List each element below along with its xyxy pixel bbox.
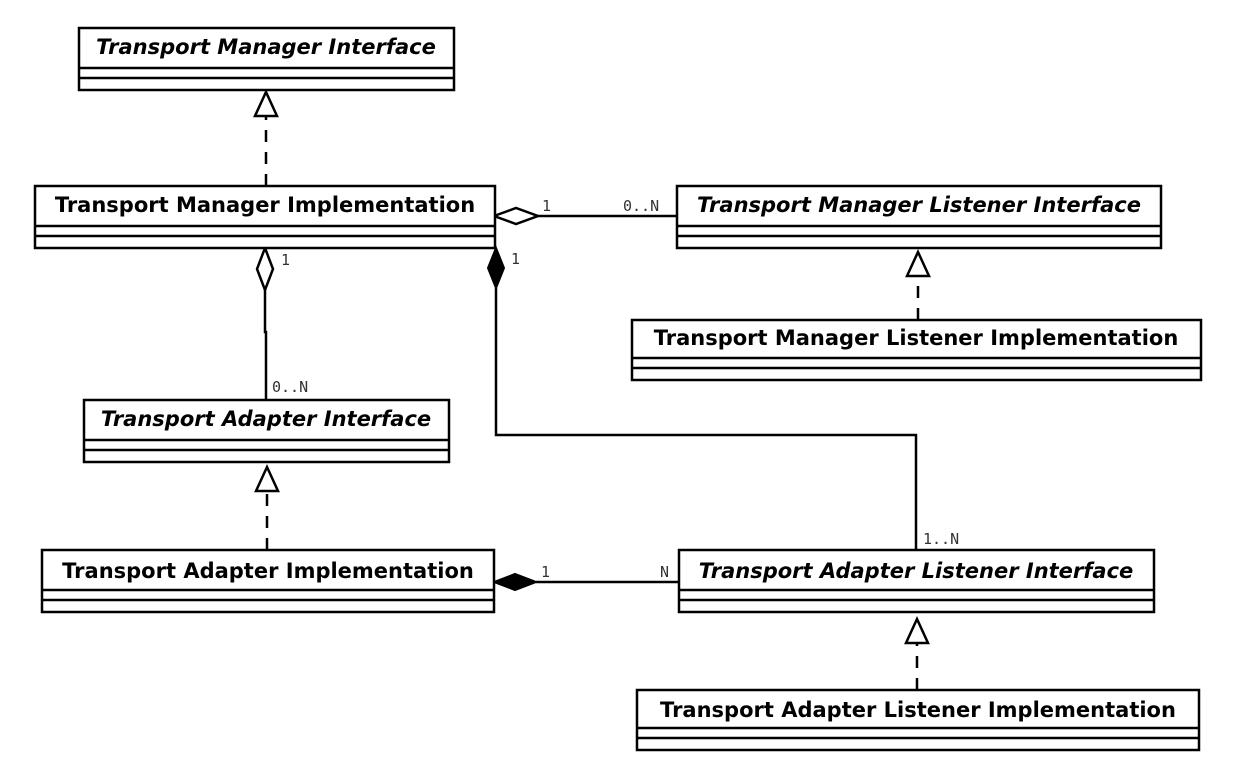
class-box-transport-manager-interface[interactable]: Transport Manager Interface	[77, 26, 456, 92]
composition-ta-impl-to-tal-interface	[491, 572, 679, 592]
class-box-transport-manager-listener-interface[interactable]: Transport Manager Listener Interface	[675, 184, 1163, 250]
multiplicity-label: 0..N	[272, 378, 308, 396]
aggregation-diamond-icon	[490, 206, 542, 226]
multiplicity-label: 0..N	[623, 197, 659, 215]
realization-tml-impl-to-tml-interface	[905, 248, 931, 320]
realization-arrowhead-icon	[905, 248, 931, 278]
class-name: Transport Manager Interface	[96, 35, 436, 59]
class-box-transport-adapter-interface[interactable]: Transport Adapter Interface	[82, 398, 451, 464]
class-name: Transport Adapter Listener Interface	[699, 559, 1134, 583]
class-box-transport-adapter-implementation[interactable]: Transport Adapter Implementation	[40, 548, 496, 614]
aggregation-diamond-icon	[255, 244, 275, 294]
composition-diamond-icon	[491, 572, 539, 592]
class-name: Transport Manager Listener Implementatio…	[654, 326, 1179, 350]
class-name: Transport Adapter Listener Implementatio…	[660, 698, 1176, 722]
composition-diamond-icon	[486, 245, 506, 291]
class-box-transport-adapter-listener-implementation[interactable]: Transport Adapter Listener Implementatio…	[635, 688, 1201, 752]
realization-arrowhead-icon	[253, 88, 279, 118]
class-box-transport-adapter-listener-interface[interactable]: Transport Adapter Listener Interface	[677, 548, 1156, 614]
multiplicity-label: N	[660, 563, 669, 581]
realization-arrowhead-icon	[904, 615, 930, 645]
class-name: Transport Adapter Interface	[101, 407, 431, 431]
class-box-transport-manager-listener-implementation[interactable]: Transport Manager Listener Implementatio…	[630, 318, 1203, 382]
class-name: Transport Manager Implementation	[55, 193, 475, 217]
class-box-transport-manager-implementation[interactable]: Transport Manager Implementation	[33, 184, 497, 250]
realization-ta-impl-to-ta-interface	[254, 463, 280, 550]
multiplicity-label: 1	[541, 563, 550, 581]
realization-tal-impl-to-tal-interface	[904, 615, 930, 690]
aggregation-tm-impl-to-tml-interface	[490, 206, 677, 226]
multiplicity-label: 1..N	[923, 530, 959, 548]
aggregation-tm-impl-to-ta-interface	[255, 244, 275, 402]
class-name: Transport Adapter Implementation	[62, 559, 474, 583]
multiplicity-label: 1	[542, 197, 551, 215]
multiplicity-label: 1	[281, 251, 290, 269]
class-name: Transport Manager Listener Interface	[697, 193, 1141, 217]
realization-arrowhead-icon	[254, 463, 280, 493]
realization-tm-impl-to-tm-interface	[253, 88, 279, 186]
multiplicity-label: 1	[511, 250, 520, 268]
composition-tm-impl-to-tal-interface	[486, 245, 918, 550]
